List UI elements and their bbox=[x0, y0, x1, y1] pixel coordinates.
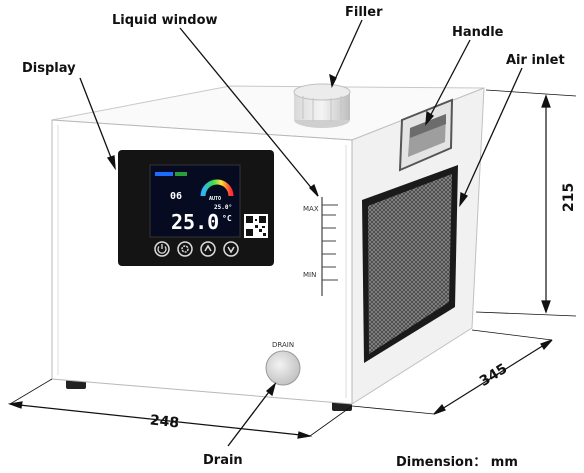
mode-readout: AUTO bbox=[209, 196, 221, 202]
gauge-arc bbox=[200, 179, 234, 197]
setpoint-readout: 25.0° bbox=[214, 204, 232, 211]
dimension-unit-note: Dimension： mm bbox=[396, 455, 518, 470]
label-display: Display bbox=[22, 61, 76, 76]
label-handle: Handle bbox=[452, 25, 504, 40]
dimension-lines bbox=[7, 89, 577, 439]
gear-icon bbox=[181, 245, 189, 253]
temperature-readout: 25.0 bbox=[171, 210, 219, 234]
max-mark: MAX bbox=[303, 205, 319, 213]
down-button[interactable] bbox=[223, 241, 239, 257]
leader-lines bbox=[79, 19, 523, 447]
dimension-height: 215 bbox=[561, 183, 577, 212]
drain-port-label: DRAIN bbox=[272, 341, 294, 349]
dimension-width: 248 bbox=[149, 412, 180, 431]
handle-recess bbox=[398, 98, 454, 172]
lcd-screen bbox=[149, 164, 241, 238]
liquid-window: MAX MIN bbox=[303, 197, 338, 296]
channel-readout: 06 bbox=[170, 191, 182, 202]
filler-cap bbox=[293, 83, 351, 128]
min-mark: MIN bbox=[303, 271, 316, 279]
control-panel: 06 AUTO 25.0° 25.0 °C bbox=[118, 150, 274, 266]
power-button[interactable] bbox=[154, 241, 170, 257]
chevron-down-icon bbox=[227, 246, 235, 254]
label-air-inlet: Air inlet bbox=[506, 53, 565, 68]
dimension-depth: 345 bbox=[477, 361, 510, 390]
drain-port: DRAIN bbox=[265, 341, 301, 386]
up-button[interactable] bbox=[200, 241, 216, 257]
status-bar bbox=[155, 172, 173, 176]
label-liquid-window: Liquid window bbox=[112, 13, 218, 28]
label-filler: Filler bbox=[345, 5, 383, 20]
label-drain: Drain bbox=[203, 453, 243, 468]
temperature-unit: °C bbox=[222, 214, 232, 223]
chevron-up-icon bbox=[204, 244, 212, 252]
settings-button[interactable] bbox=[177, 241, 193, 257]
air-inlet-grille bbox=[362, 165, 458, 363]
